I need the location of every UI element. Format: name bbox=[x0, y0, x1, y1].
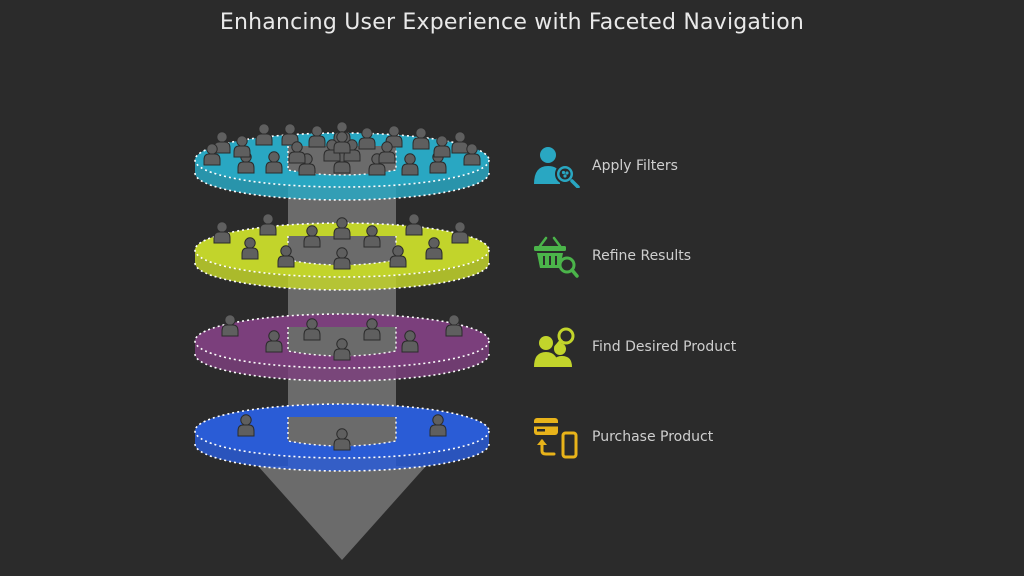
ring-3 bbox=[194, 313, 490, 382]
ring-4 bbox=[194, 403, 490, 472]
legend-label-find-desired-product: Find Desired Product bbox=[592, 339, 737, 355]
legend-item-apply-filters: Apply Filters bbox=[532, 144, 832, 188]
person-figure bbox=[405, 213, 423, 236]
legend-item-refine-results: Refine Results bbox=[532, 234, 832, 278]
people-search-icon bbox=[534, 327, 575, 367]
person-figure bbox=[358, 127, 376, 150]
basket-search-icon bbox=[534, 236, 579, 278]
ring-1 bbox=[194, 121, 490, 201]
person-figure bbox=[308, 125, 326, 148]
legend-item-find-desired-product: Find Desired Product bbox=[532, 325, 832, 369]
person-figure bbox=[451, 131, 469, 154]
legend-label-purchase-product: Purchase Product bbox=[592, 429, 714, 445]
legend-item-purchase-product: Purchase Product bbox=[532, 415, 832, 459]
legend-label-apply-filters: Apply Filters bbox=[592, 158, 678, 174]
person-figure bbox=[433, 135, 451, 158]
legend-label-refine-results: Refine Results bbox=[592, 248, 692, 264]
person-figure bbox=[213, 221, 231, 244]
user-search-icon bbox=[534, 147, 580, 188]
person-figure bbox=[451, 221, 469, 244]
person-figure bbox=[221, 314, 239, 337]
card-phone-payment-icon bbox=[534, 418, 578, 459]
arrow-head bbox=[258, 466, 426, 560]
ring-2 bbox=[194, 213, 490, 291]
diagram-title: Enhancing User Experience with Faceted N… bbox=[219, 10, 805, 35]
person-figure bbox=[445, 314, 463, 337]
person-figure bbox=[412, 127, 430, 150]
person-figure bbox=[259, 213, 277, 236]
person-figure bbox=[255, 123, 273, 146]
